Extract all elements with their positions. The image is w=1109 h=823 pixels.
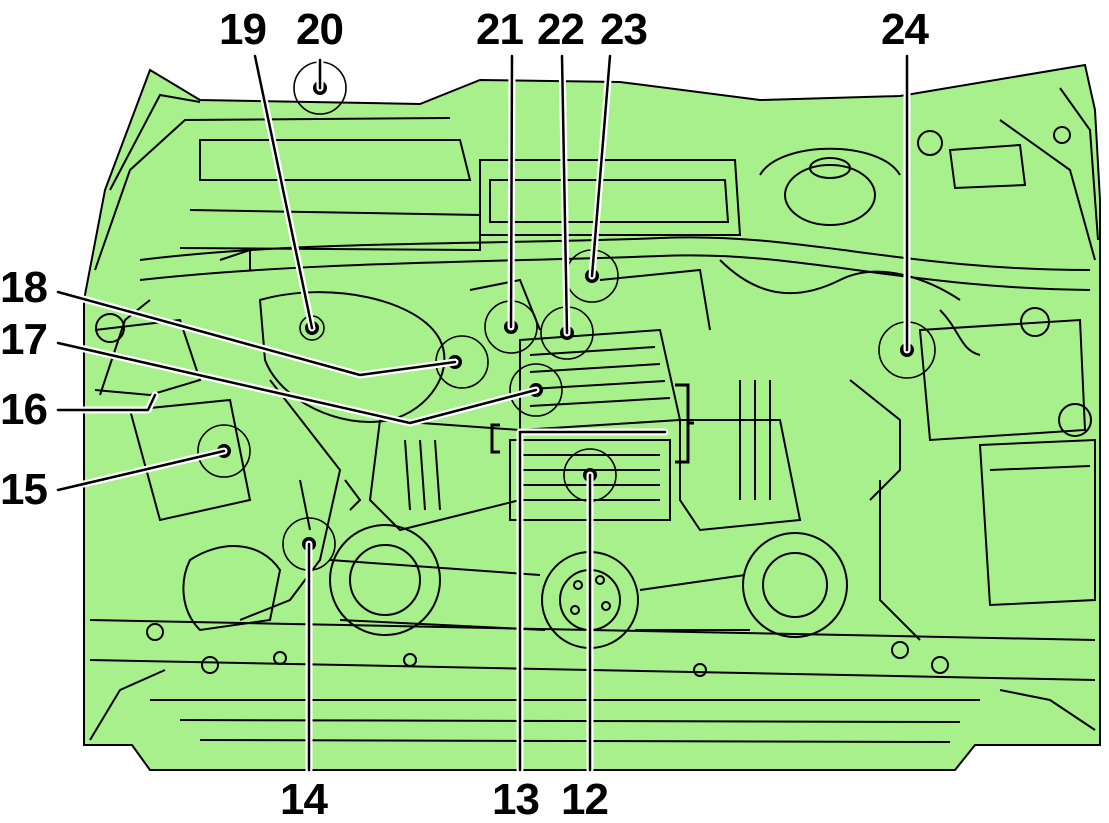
- callout-label-18: 18: [0, 263, 48, 312]
- callout-label-22: 22: [537, 5, 585, 54]
- callout-label-12: 12: [561, 775, 609, 823]
- callout-label-23: 23: [600, 5, 648, 54]
- callout-label-20: 20: [296, 5, 344, 54]
- callout-label-14: 14: [280, 775, 328, 823]
- callout-circle-15: [197, 424, 251, 478]
- callout-label-24: 24: [881, 5, 929, 54]
- callout-label-19: 19: [219, 5, 267, 54]
- callout-label-21: 21: [476, 5, 524, 54]
- callout-label-16: 16: [0, 385, 48, 434]
- callout-circle-17: [509, 363, 563, 417]
- callout-label-17: 17: [0, 315, 48, 364]
- callout-label-13: 13: [492, 775, 540, 823]
- leader-lines: [56, 54, 909, 772]
- callout-label-15: 15: [0, 465, 48, 514]
- bracket-marks: [490, 383, 694, 464]
